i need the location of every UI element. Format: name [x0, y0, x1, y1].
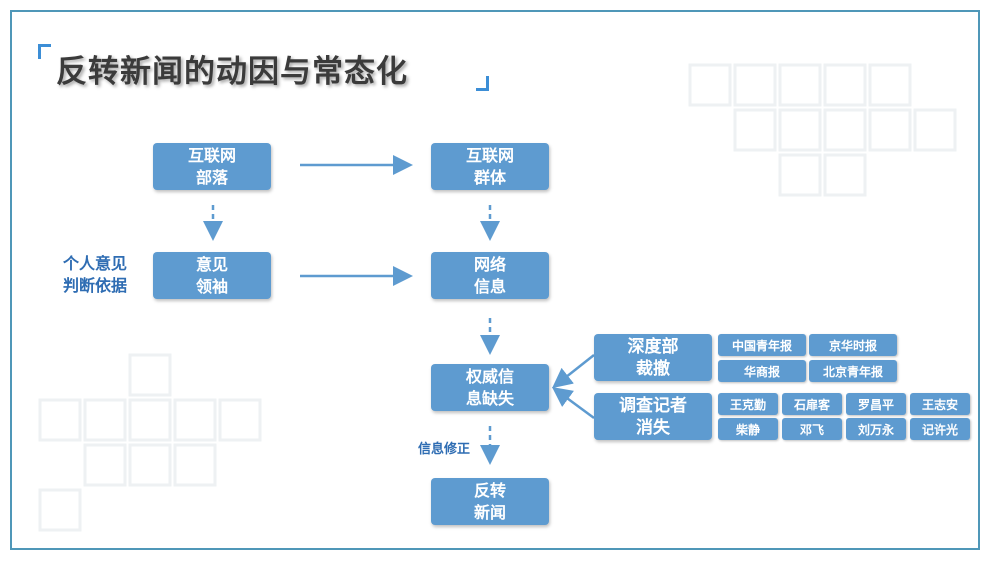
journalist-tag: 邓飞 [782, 418, 842, 440]
title-bracket-right [476, 76, 489, 91]
node-authority-lack: 权威信 息缺失 [431, 364, 549, 411]
newspaper-tag: 北京青年报 [809, 360, 897, 382]
newspaper-tag: 华商报 [718, 360, 806, 382]
node-investigative-gone: 调查记者 消失 [594, 393, 712, 440]
node-opinion-leader: 意见 领袖 [153, 252, 271, 299]
journalist-tag: 石扉客 [782, 393, 842, 415]
label-personal-opinion: 个人意见 判断依据 [62, 254, 127, 295]
node-deep-dept-cut: 深度部 裁撤 [594, 334, 712, 381]
newspaper-tag: 中国青年报 [718, 334, 806, 356]
journalist-tag: 王克勤 [718, 393, 778, 415]
title-area: 反转新闻的动因与常态化 [38, 40, 498, 100]
newspaper-tag: 京华时报 [809, 334, 897, 356]
journalist-tag: 罗昌平 [846, 393, 906, 415]
node-internet-tribe: 互联网 部落 [153, 143, 271, 190]
journalist-tag: 柴静 [718, 418, 778, 440]
node-network-info: 网络 信息 [431, 252, 549, 299]
page-title: 反转新闻的动因与常态化 [56, 54, 408, 90]
slide-frame [10, 10, 980, 550]
node-reversal-news: 反转 新闻 [431, 478, 549, 525]
title-bracket-left [38, 44, 51, 59]
arrow-dept-to-authority [552, 354, 595, 389]
label-info-correction: 信息修正 [418, 442, 471, 457]
journalist-tag: 刘万永 [846, 418, 906, 440]
node-internet-group: 互联网 群体 [431, 143, 549, 190]
journalist-tag: 王志安 [910, 393, 970, 415]
arrow-investigative-to-authority [551, 387, 595, 420]
journalist-tag: 记许光 [910, 418, 970, 440]
